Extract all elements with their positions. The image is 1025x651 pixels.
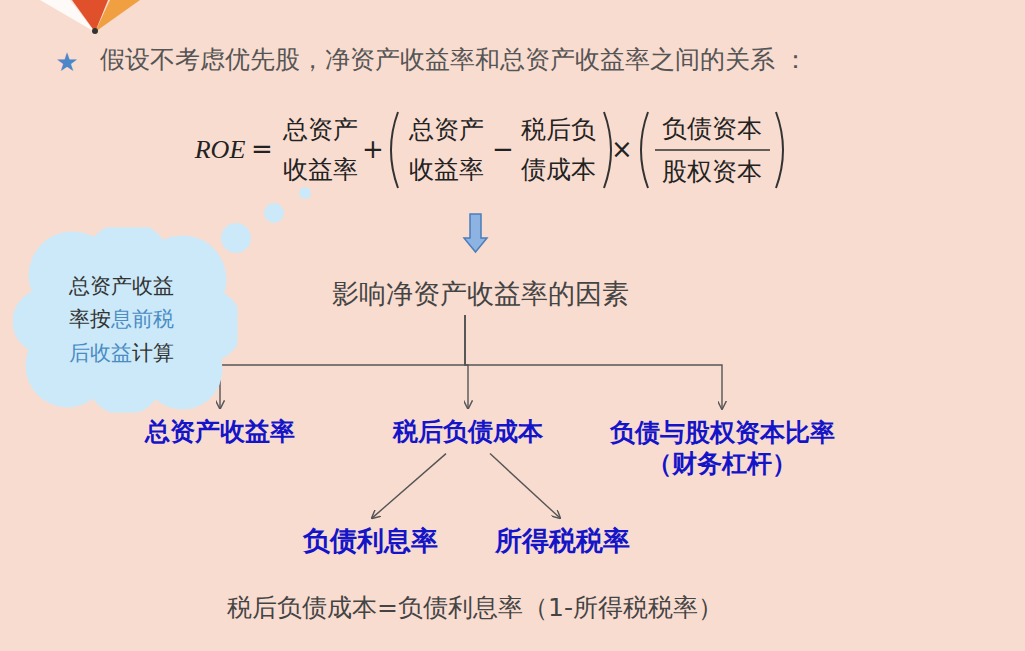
sub-factor: 负债利息率 bbox=[303, 524, 438, 558]
callout-bubbles bbox=[221, 187, 311, 253]
fraction-numerator: 负债资本 bbox=[662, 109, 762, 149]
formula-symbol: ROE bbox=[195, 129, 246, 171]
node-text: 影响净资产收益率的因素 bbox=[332, 277, 629, 311]
node-text: 总资产收益率 bbox=[145, 416, 295, 447]
connector-arrow bbox=[220, 315, 465, 409]
node-text: 负债利息率 bbox=[303, 524, 438, 558]
factor-item: 总资产收益率 bbox=[145, 416, 295, 447]
operator: + bbox=[362, 129, 384, 171]
cloud-callout: 总资产收益率按息前税后收益计算 bbox=[13, 228, 238, 413]
page-title: 假设不考虑优先股，净资产收益率和总资产收益率之间的关系 ： bbox=[100, 44, 808, 77]
down-block-arrow bbox=[464, 214, 487, 252]
operator: = bbox=[251, 129, 273, 171]
node-subtext: （财务杠杆） bbox=[610, 448, 835, 479]
connector-arrow bbox=[465, 315, 722, 409]
star-bullet: ★ bbox=[55, 42, 78, 84]
connector-arrow bbox=[490, 454, 560, 518]
node-text: 税后负债成本 bbox=[393, 416, 543, 447]
node-text: 负债与股权资本比率 bbox=[610, 417, 835, 448]
factor-item: 负债与股权资本比率（财务杠杆） bbox=[610, 417, 835, 480]
operator: × bbox=[611, 129, 633, 171]
factor-item: 税后负债成本 bbox=[393, 416, 543, 447]
corner-fan-icon bbox=[40, 0, 140, 34]
fraction-denominator: 股权资本 bbox=[662, 152, 762, 192]
sub-factor: 所得税税率 bbox=[495, 524, 630, 558]
fraction-bar bbox=[655, 149, 770, 151]
node-text: 所得税税率 bbox=[495, 524, 630, 558]
formula-term: 总资产 收益率 bbox=[278, 110, 363, 190]
connector-arrow bbox=[372, 454, 446, 518]
operator: − bbox=[492, 129, 514, 171]
callout-text: 计算 bbox=[132, 341, 174, 365]
formula-term: 总资产 收益率 bbox=[404, 110, 489, 190]
formula-term: 税后负 债成本 bbox=[516, 110, 601, 190]
formula-note: 税后负债成本=负债利息率（1-所得税税率） bbox=[227, 588, 723, 628]
factor-heading: 影响净资产收益率的因素 bbox=[332, 277, 629, 311]
